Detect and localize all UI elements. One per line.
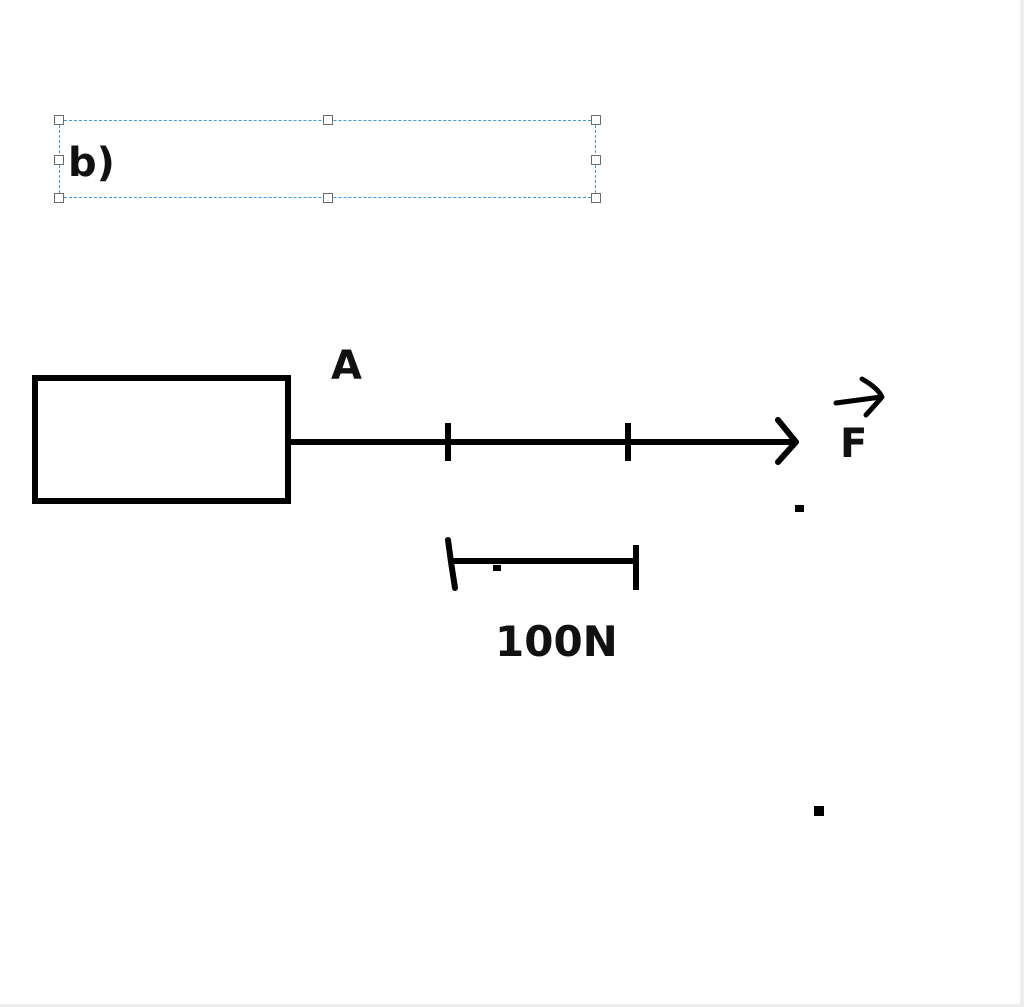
vector-arrowhead bbox=[859, 376, 885, 418]
block bbox=[32, 375, 291, 504]
scale-bar-left-end bbox=[445, 537, 458, 591]
resize-handle-top-center[interactable] bbox=[323, 115, 333, 125]
stray-dot bbox=[814, 806, 824, 816]
canvas-right-edge bbox=[1020, 0, 1024, 1007]
resize-handle-bottom-right[interactable] bbox=[591, 193, 601, 203]
text-box-content[interactable]: b) bbox=[68, 140, 115, 186]
scale-label: 100N bbox=[495, 617, 618, 666]
resize-handle-top-left[interactable] bbox=[54, 115, 64, 125]
resize-handle-middle-left[interactable] bbox=[54, 155, 64, 165]
force-label-f: F bbox=[840, 421, 868, 467]
resize-handle-bottom-center[interactable] bbox=[323, 193, 333, 203]
resize-handle-middle-right[interactable] bbox=[591, 155, 601, 165]
point-label-a: A bbox=[331, 343, 362, 389]
vector-arrow bbox=[833, 394, 884, 406]
resize-handle-top-right[interactable] bbox=[591, 115, 601, 125]
resize-handle-bottom-left[interactable] bbox=[54, 193, 64, 203]
force-arrowhead bbox=[775, 417, 799, 465]
stray-dot bbox=[493, 565, 501, 571]
stray-dot bbox=[795, 505, 804, 512]
canvas-bottom-edge bbox=[0, 1004, 1024, 1007]
